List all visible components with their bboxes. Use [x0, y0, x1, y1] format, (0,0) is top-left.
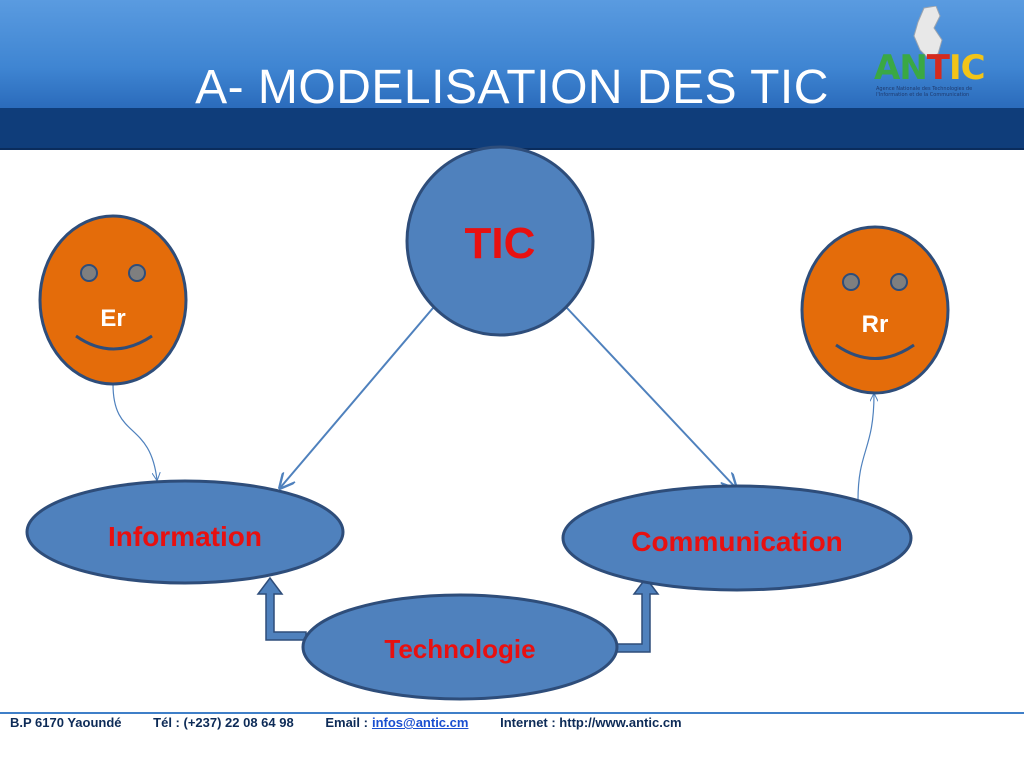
- block-arrow-technologie-to-information: [256, 576, 307, 641]
- footer-contact: B.P 6170 Yaoundé Tél : (+237) 22 08 64 9…: [10, 715, 710, 730]
- header-band: [0, 108, 1024, 148]
- block-arrow-technologie-to-communication: [615, 576, 660, 653]
- footer-email-link[interactable]: infos@antic.cm: [371, 715, 469, 730]
- arrow-tic-to-communication: [566, 307, 736, 488]
- footer-phone: Tél : (+237) 22 08 64 98: [153, 715, 294, 730]
- face-rr-label: Rr: [862, 311, 889, 338]
- node-technologie: [301, 593, 619, 701]
- logo-wordmark: ANTIC: [874, 48, 986, 88]
- slide-title: A- MODELISATION DES TIC: [195, 61, 829, 114]
- face-er-label: Er: [100, 305, 125, 332]
- node-communication: [561, 484, 913, 592]
- footer-email: Email :infos@antic.cm: [325, 715, 469, 730]
- arrow-tic-to-information: [280, 307, 434, 488]
- logo-subtitle: Agence Nationale des Technologies de l'I…: [876, 86, 973, 98]
- footer-internet: Internet : http://www.antic.cm: [500, 715, 682, 730]
- face-er: [38, 214, 188, 386]
- face-er-left-eye: [80, 264, 98, 282]
- face-er-smile: [75, 334, 153, 351]
- node-technologie-label: Technologie: [384, 634, 535, 664]
- face-rr-right-eye: [890, 273, 908, 291]
- node-tic: [405, 145, 595, 337]
- cameroon-map-icon: [913, 5, 943, 59]
- arrow-er-to-information: [112, 383, 157, 480]
- node-information-label: Information: [108, 521, 262, 552]
- antic-logo: ANTIC Agence Nationale des Technologies …: [866, 5, 996, 106]
- node-communication-label: Communication: [631, 526, 843, 557]
- face-rr: [800, 225, 950, 395]
- face-rr-smile: [835, 343, 915, 360]
- node-tic-label: TIC: [465, 219, 536, 268]
- face-er-right-eye: [128, 264, 146, 282]
- face-rr-left-eye: [842, 273, 860, 291]
- arrow-communication-to-rr: [857, 394, 874, 501]
- node-information: [25, 479, 345, 585]
- footer-divider: [0, 712, 1024, 714]
- footer-address: B.P 6170 Yaoundé: [10, 715, 122, 730]
